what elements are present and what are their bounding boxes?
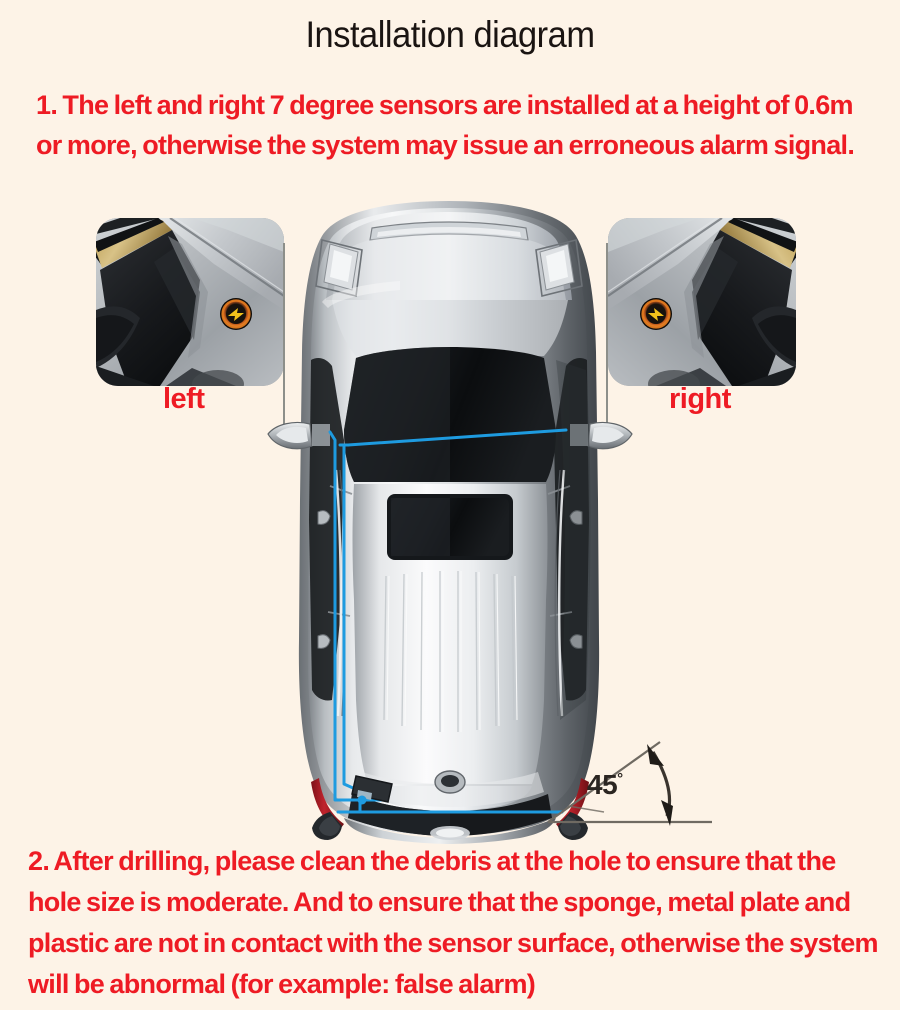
side-mirror-left <box>267 421 330 450</box>
sensor-dot-right <box>640 298 672 330</box>
angle-annotation-45 <box>547 741 712 826</box>
control-module <box>351 775 393 805</box>
inset-caption-right: right <box>669 383 731 415</box>
page-title: Installation diagram <box>305 14 595 55</box>
angle-value: 45 <box>587 769 618 800</box>
degree-symbol: ° <box>617 770 623 788</box>
right-pillar-photo-art <box>608 218 796 386</box>
angle-label: 45° <box>587 769 623 801</box>
door-handles <box>317 510 583 649</box>
car-body <box>267 201 633 844</box>
instruction-note-2: 2. After drilling, please clean the debr… <box>28 846 879 1000</box>
inset-photo-right <box>608 218 796 386</box>
instruction-note-1: 1. The left and right 7 degree sensors a… <box>36 90 855 160</box>
inset-caption-left: left <box>163 383 205 415</box>
side-mirror-right <box>570 421 633 450</box>
inset-photo-left <box>96 218 284 386</box>
sensor-dot-left <box>220 298 252 330</box>
left-pillar-photo-art <box>96 218 284 386</box>
rear-lamps <box>315 239 583 297</box>
